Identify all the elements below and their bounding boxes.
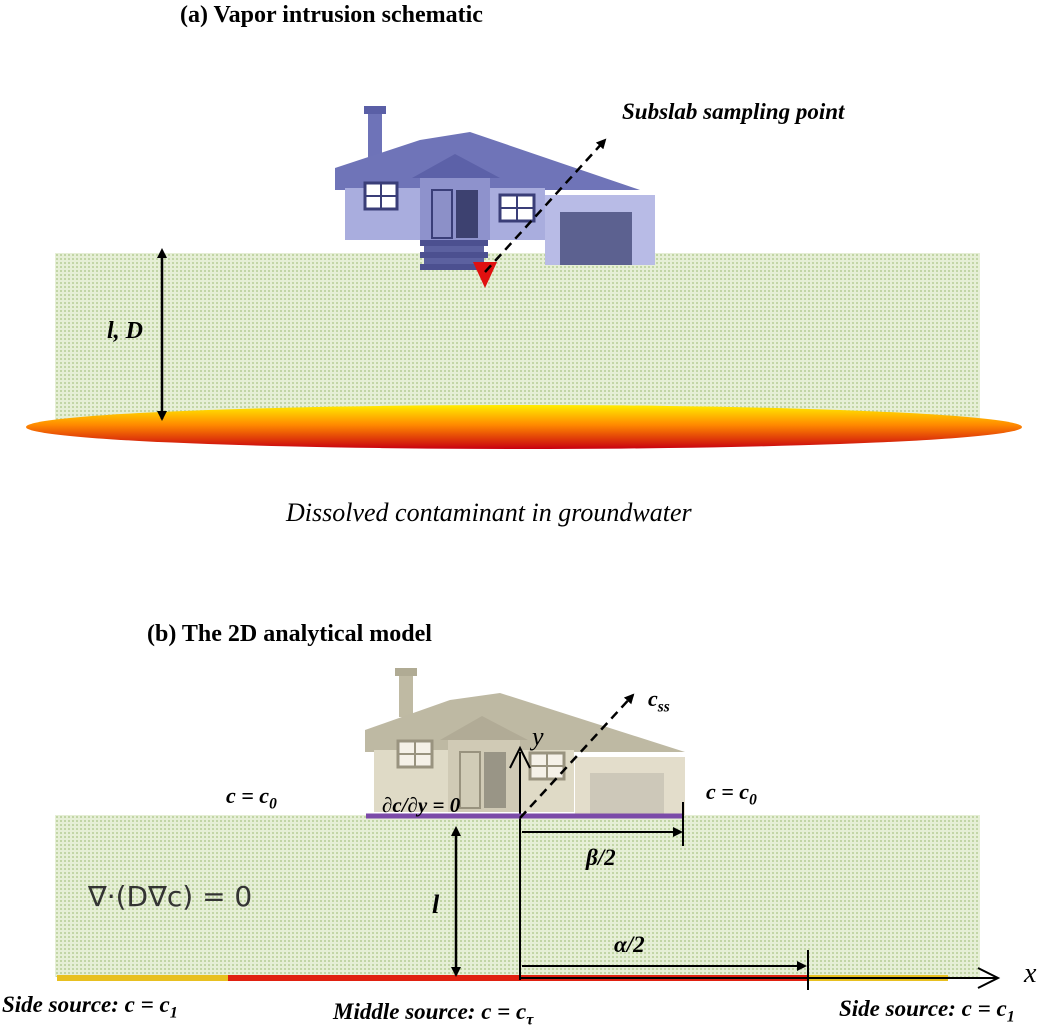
panel-b-title: (b) The 2D analytical model	[147, 621, 432, 647]
side-source-left-label: Side source: c = c1	[2, 992, 178, 1022]
groundwater-label: Dissolved contaminant in groundwater	[286, 498, 692, 527]
middle-source-label: Middle source: c = cτ	[333, 999, 534, 1029]
depth-label-a: l, D	[107, 318, 143, 344]
y-axis-label: y	[532, 722, 544, 751]
groundwater-plume	[26, 405, 1022, 449]
css-arrow	[519, 693, 635, 819]
house-a	[335, 106, 655, 270]
left-boundary-condition: c = c0	[226, 783, 277, 813]
depth-label-b: l	[432, 890, 440, 919]
governing-equation: ∇·(D∇c) = 0	[88, 880, 253, 913]
side-source-right-label: Side source: c = c1	[839, 996, 1015, 1026]
soil-layer-b	[55, 815, 980, 977]
sampling-label: Subslab sampling point	[622, 99, 845, 124]
sampling-point-marker	[473, 262, 497, 288]
y-axis-arrowhead	[509, 745, 531, 769]
alpha-label: α/2	[614, 932, 645, 957]
x-axis-label: x	[1024, 958, 1037, 989]
soil-layer-a	[55, 253, 980, 423]
beta-label: β/2	[586, 845, 616, 870]
right-boundary-condition: c = c0	[706, 779, 757, 809]
css-label: css	[648, 686, 670, 716]
slab-boundary-condition: ∂c/∂y = 0	[382, 793, 461, 817]
panel-a-title: (a) Vapor intrusion schematic	[180, 2, 483, 28]
x-axis-arrowhead	[977, 967, 1001, 989]
house-b	[365, 668, 685, 817]
